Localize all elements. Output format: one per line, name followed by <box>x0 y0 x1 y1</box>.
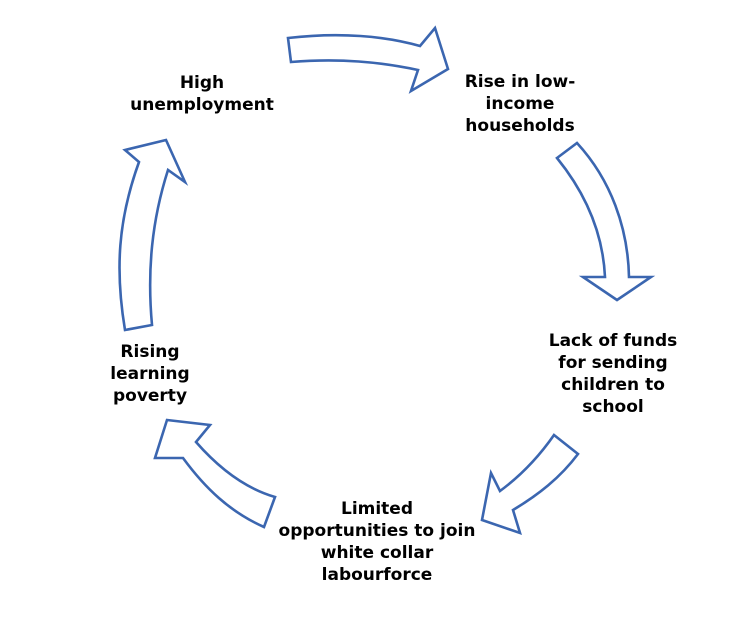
arrow-learning-poverty-to-unemployment <box>118 138 189 332</box>
arrow-unemployment-to-low-income <box>286 25 450 94</box>
arrow-limited-opportunities-to-learning-poverty <box>153 418 277 529</box>
node-limited-opportunities: Limited opportunities to join white coll… <box>278 499 476 585</box>
node-lack-of-funds: Lack of funds for sending children to sc… <box>548 331 678 417</box>
arrow-low-income-to-lack-of-funds <box>555 141 656 302</box>
node-high-unemployment: High unemployment <box>130 73 274 115</box>
node-rising-learning-poverty: Rising learning poverty <box>110 342 190 406</box>
node-rise-in-low-income-households: Rise in low- income households <box>464 72 576 136</box>
arrow-lack-of-funds-to-limited-opportunities <box>480 433 580 536</box>
